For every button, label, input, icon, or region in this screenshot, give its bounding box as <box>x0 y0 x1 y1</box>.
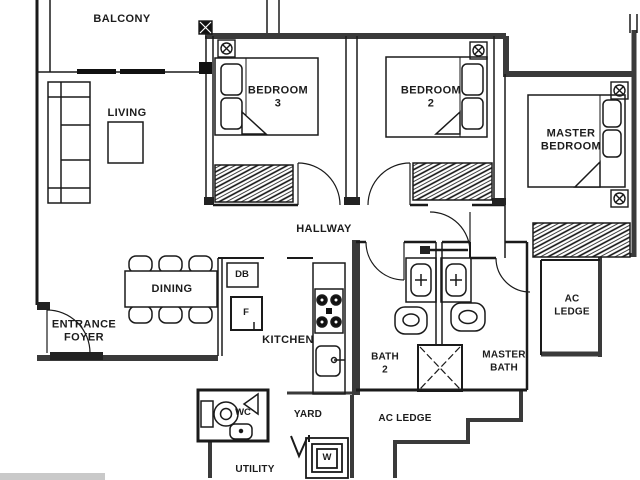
master-wardrobe <box>532 222 631 258</box>
bedroom3-door <box>297 162 341 206</box>
bedroom2-door <box>367 162 411 206</box>
dining-table <box>124 270 218 308</box>
master-vestibule-door <box>429 211 471 253</box>
living-furniture <box>47 81 144 204</box>
door-jambs <box>37 197 506 360</box>
fan-icon <box>198 20 213 35</box>
master-bath-sink <box>440 257 472 303</box>
living-label: LIVING <box>107 106 147 119</box>
bedroom3-bed <box>214 57 319 136</box>
sofa <box>47 81 91 204</box>
ac-unit-icon <box>217 39 236 58</box>
thick-walls <box>37 30 637 478</box>
ac-unit-icon <box>610 189 629 208</box>
bedroom2-bed <box>385 56 488 138</box>
yard-label: YARD <box>293 408 323 420</box>
kitchen-label: KITCHEN <box>262 333 314 346</box>
fridge-label: F <box>243 306 249 318</box>
ac-unit-icon <box>610 81 629 100</box>
stove <box>314 288 344 334</box>
entrance-foyer-label: ENTRANCE FOYER <box>51 318 117 344</box>
master-bed <box>527 94 626 188</box>
kitchen-fittings <box>226 262 346 395</box>
kitchen-counter <box>312 262 346 395</box>
bedroom3-label: BEDROOM 3 <box>247 84 309 110</box>
coffee-table <box>107 121 144 164</box>
bedroom3-wardrobe <box>214 164 294 203</box>
master-bath-label: MASTER BATH <box>482 349 526 374</box>
dining-chair <box>158 305 183 324</box>
ac-ledge-bottom-label: AC LEDGE <box>378 412 432 424</box>
hallway-label: HALLWAY <box>296 222 352 235</box>
ac-unit-icons <box>198 20 629 208</box>
service-shaft <box>417 344 463 392</box>
wc-door <box>242 392 259 416</box>
master-bath-toilet <box>450 302 486 332</box>
ac-unit-icon <box>469 41 488 60</box>
fridge-box <box>230 296 263 331</box>
bath2-label: BATH 2 <box>371 351 399 376</box>
ac-ledge-right-label: AC LEDGE <box>554 293 590 318</box>
utility-label: UTILITY <box>235 463 275 475</box>
washing-machine <box>305 437 349 479</box>
yard-fittings <box>290 435 349 479</box>
kitchen-sink <box>315 345 345 377</box>
balcony-sliding-door <box>77 62 212 74</box>
wc-fittings <box>200 392 259 440</box>
wc-label: WC <box>235 406 251 418</box>
db-box <box>226 262 259 288</box>
thin-walls <box>35 0 638 443</box>
bath2-toilet <box>394 306 428 335</box>
dining-set <box>124 255 218 324</box>
dining-chair <box>188 305 213 324</box>
washer-label: W <box>322 451 332 463</box>
bath2-sink <box>405 257 437 303</box>
master-bedroom-label: MASTER BEDROOM <box>540 127 602 153</box>
balcony-label: BALCONY <box>93 12 151 25</box>
bedroom2-label: BEDROOM 2 <box>400 84 462 110</box>
watermark-bar <box>0 473 105 480</box>
master-bath-door <box>495 257 531 293</box>
entrance-door <box>46 309 91 354</box>
door-arcs <box>46 162 531 354</box>
wardrobes <box>214 162 631 258</box>
bath2-door <box>365 241 405 281</box>
dining-chair <box>128 305 153 324</box>
dining-label: DINING <box>151 282 193 295</box>
bathroom-fittings <box>394 257 486 392</box>
bedroom2-wardrobe <box>412 162 493 201</box>
db-label: DB <box>235 268 249 280</box>
yard-door <box>290 435 308 459</box>
